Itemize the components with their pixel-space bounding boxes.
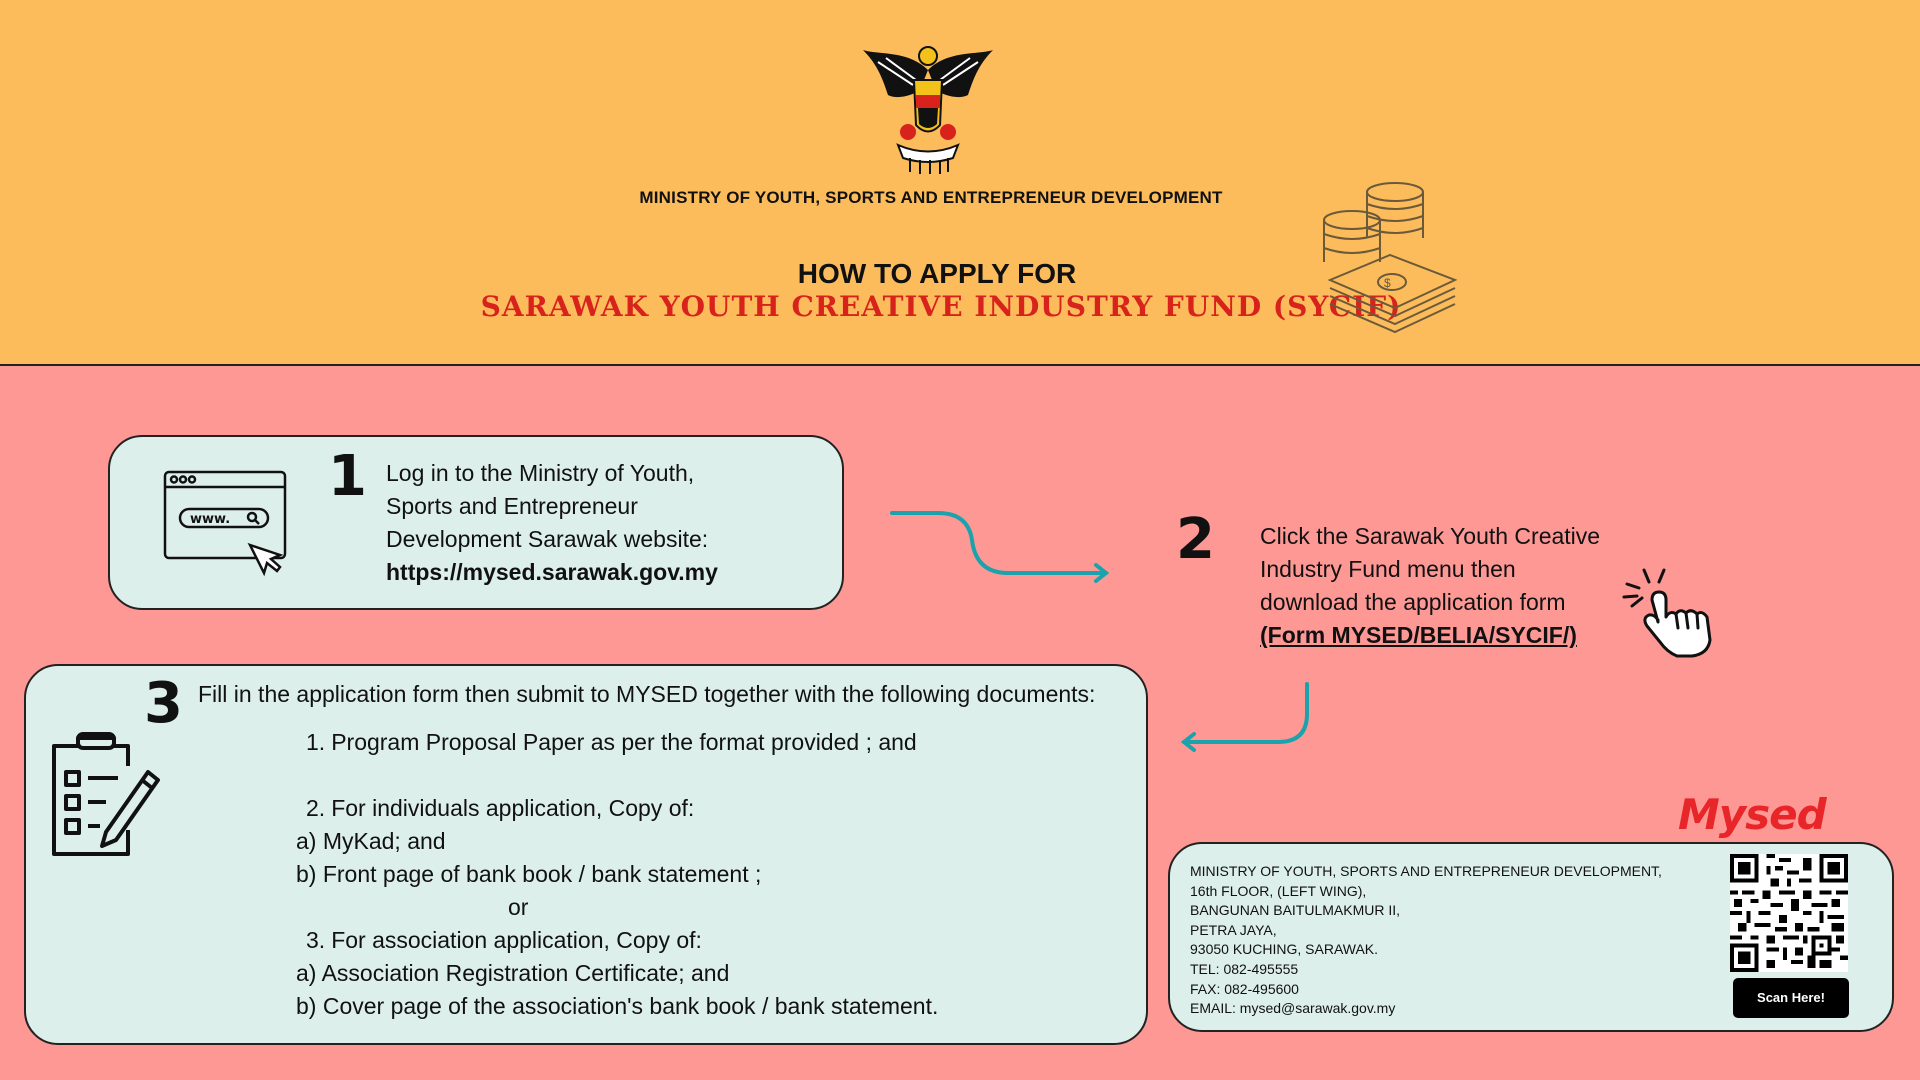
step-3-card: 3 Fill in the application form then subm… <box>24 664 1148 1045</box>
step-1-card: www. 1 Log in to the Ministry of Youth, … <box>108 435 844 610</box>
step-1-text: Log in to the Ministry of Youth, Sports … <box>386 457 718 589</box>
header-banner: MINISTRY OF YOUTH, SPORTS AND ENTREPRENE… <box>0 0 1920 366</box>
item-text: Program Proposal Paper as per the format… <box>331 729 917 755</box>
contact-line: 93050 KUCHING, SARAWAK. <box>1190 941 1379 958</box>
step-1-line: Log in to the Ministry of Youth, <box>386 460 695 486</box>
tap-hand-icon <box>1622 568 1712 658</box>
step-3-item-3b: b) Cover page of the association's bank … <box>296 993 939 1019</box>
step-1-number: 1 <box>328 444 367 509</box>
item-text: For association application, Copy of: <box>331 927 702 953</box>
step-2-line: Industry Fund menu then <box>1260 556 1516 582</box>
arrow-icon <box>890 511 1110 583</box>
item-number: 2. <box>306 795 326 821</box>
item-number: 1. <box>306 729 326 755</box>
page-title: HOW TO APPLY FOR <box>797 258 1077 289</box>
application-form-link[interactable]: (Form MYSED/BELIA/SYCIF/) <box>1260 622 1577 648</box>
contact-card: MINISTRY OF YOUTH, SPORTS AND ENTREPRENE… <box>1168 842 1894 1032</box>
browser-www-icon: www. <box>163 470 287 577</box>
contact-line: PETRA JAYA, <box>1190 921 1277 938</box>
step-3-or: or <box>508 894 529 920</box>
step-3-item-2: 2.For individuals application, Copy of: <box>306 792 694 825</box>
step-1-line: Sports and Entrepreneur <box>386 493 638 519</box>
mysed-logo: Mysed <box>1678 790 1827 839</box>
step-3-intro: Fill in the application form then submit… <box>198 681 1096 707</box>
coat-of-arms-emblem <box>863 46 993 174</box>
mysed-website-link[interactable]: https://mysed.sarawak.gov.my <box>386 559 718 585</box>
contact-phone: TEL: 082-495555 <box>1190 960 1299 977</box>
item-number: 3. <box>306 927 326 953</box>
clipboard-checklist-icon <box>52 732 160 856</box>
contact-line: 16th FLOOR, (LEFT WING), <box>1190 882 1367 899</box>
qr-code[interactable] <box>1730 854 1848 972</box>
contact-line: BANGUNAN BAITULMAKMUR II, <box>1190 902 1401 919</box>
svg-text:$: $ <box>1384 276 1391 290</box>
step-2-text: Click the Sarawak Youth Creative Industr… <box>1260 520 1600 652</box>
svg-text:www.: www. <box>190 512 230 527</box>
step-3-item-3a: a) Association Registration Certificate;… <box>296 960 730 986</box>
contact-fax: FAX: 082-495600 <box>1190 980 1299 997</box>
step-3-item-1: 1.Program Proposal Paper as per the form… <box>306 726 917 759</box>
step-1-line: Development Sarawak website: <box>386 526 709 552</box>
step-3-item-2a: a) MyKad; and <box>296 828 446 854</box>
fund-title: SARAWAK YOUTH CREATIVE INDUSTRY FUND (SY… <box>480 290 1402 323</box>
step-2-line: Click the Sarawak Youth Creative <box>1260 523 1601 549</box>
step-2-number: 2 <box>1176 507 1215 572</box>
coins-icon: $ <box>1323 182 1458 334</box>
scan-here-button[interactable]: Scan Here! <box>1733 978 1849 1018</box>
step-3-item-3: 3.For association application, Copy of: <box>306 924 702 957</box>
step-3-number: 3 <box>144 671 183 736</box>
contact-address: MINISTRY OF YOUTH, SPORTS AND ENTREPRENE… <box>1190 862 1662 1019</box>
contact-line: MINISTRY OF YOUTH, SPORTS AND ENTREPRENE… <box>1190 863 1662 879</box>
arrow-icon <box>1180 682 1309 752</box>
item-text: For individuals application, Copy of: <box>331 795 695 821</box>
step-2-line: download the application form <box>1260 589 1566 615</box>
ministry-name: MINISTRY OF YOUTH, SPORTS AND ENTREPRENE… <box>639 188 1223 207</box>
contact-email: EMAIL: mysed@sarawak.gov.my <box>1190 1000 1396 1017</box>
step-3-item-2b: b) Front page of bank book / bank statem… <box>296 861 762 887</box>
